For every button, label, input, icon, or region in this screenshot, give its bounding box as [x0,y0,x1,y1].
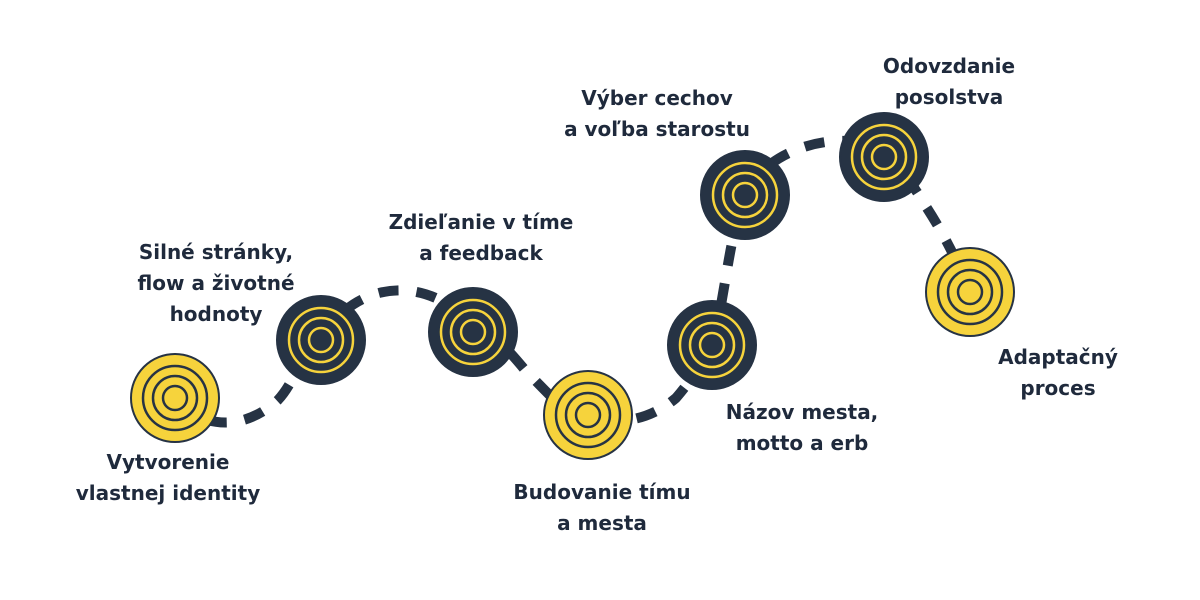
target-ring [688,321,736,369]
target-ring [574,401,602,429]
target-ring [161,384,189,412]
target-ring [439,298,507,366]
step-label-line: Budovanie tímu [513,480,691,504]
step-label-adaptation: Adaptačný proces [908,342,1200,404]
target-ring [936,258,1004,326]
step-label-message: Odovzdanie posolstva [799,51,1099,113]
step-label-line: a mesta [557,511,647,535]
target-ring [711,161,779,229]
target-node-team-building [543,370,633,460]
target-ring [850,123,918,191]
target-ring [564,391,612,439]
step-label-line: Odovzdanie [882,54,1016,78]
step-label-line: Silné stránky, [138,240,294,264]
step-label-line: Vytvorenie [106,450,230,474]
target-node-message [839,112,929,202]
step-label-line: Adaptačný [998,345,1118,369]
target-node-town-name [667,300,757,390]
target-node-identity [130,353,220,443]
step-label-line: a feedback [419,241,543,265]
step-label-sharing: Zdieľanie v tíme a feedback [331,207,631,269]
step-label-team-building: Budovanie tímu a mesta [452,477,752,539]
target-node-guilds [700,150,790,240]
target-ring [449,308,497,356]
step-label-line: posolstva [894,85,1004,109]
target-ring [297,316,345,364]
step-label-line: flow a životné [137,271,295,295]
target-ring [698,331,726,359]
step-label-line: hodnoty [169,302,263,326]
target-ring [946,268,994,316]
target-ring [860,133,908,181]
step-label-line: Názov mesta, [725,400,879,424]
target-node-sharing [428,287,518,377]
step-label-guilds: Výber cechov a voľba starostu [507,83,807,145]
target-ring [459,318,487,346]
step-label-line: Výber cechov [581,86,733,110]
target-ring [141,364,209,432]
step-label-line: a voľba starostu [564,117,750,141]
step-label-town-name: Názov mesta, motto a erb [652,397,952,459]
target-ring [731,181,759,209]
target-ring [554,381,622,449]
target-ring [287,306,355,374]
target-ring [721,171,769,219]
target-ring [307,326,335,354]
target-ring [678,311,746,379]
step-label-line: proces [1020,376,1096,400]
target-ring [151,374,199,422]
step-label-strengths: Silné stránky, flow a životné hodnoty [66,237,366,330]
step-label-identity: Vytvorenie vlastnej identity [18,447,318,509]
target-node-adaptation [925,247,1015,337]
step-label-line: Zdieľanie v tíme [388,210,574,234]
target-ring [870,143,898,171]
target-ring [956,278,984,306]
step-label-line: motto a erb [735,431,869,455]
step-label-line: vlastnej identity [75,481,261,505]
target-node-strengths [276,295,366,385]
